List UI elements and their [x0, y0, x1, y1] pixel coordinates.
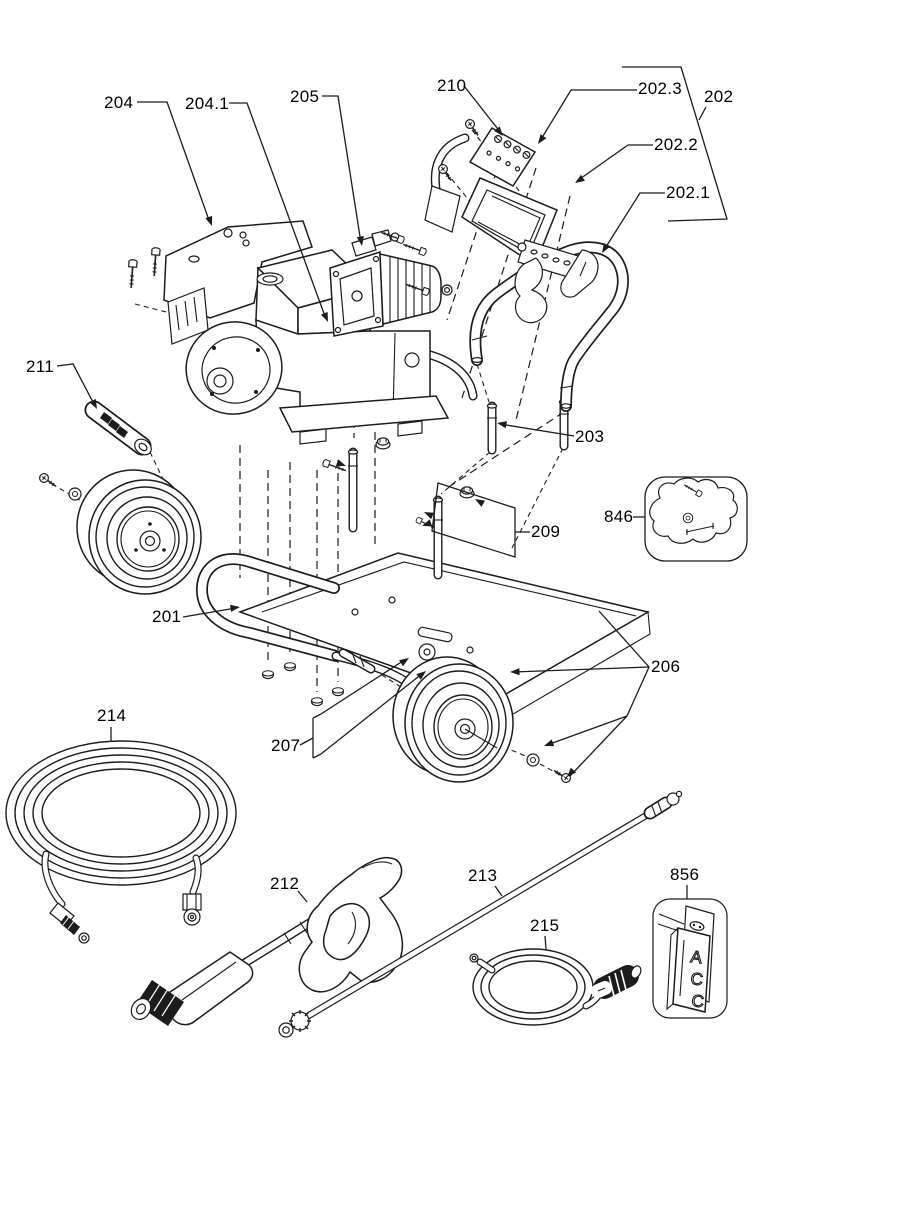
callout-leader-lines	[56, 66, 748, 950]
callout-213: 213	[468, 866, 498, 885]
acc-letter-c1: C	[690, 969, 705, 989]
callout-209: 209	[531, 522, 561, 541]
callout-212: 212	[270, 874, 300, 893]
acc-letter-c2: C	[691, 991, 706, 1011]
callout-215: 215	[530, 916, 560, 935]
lance-wand	[278, 790, 683, 1038]
frame-upright-stubs	[347, 397, 570, 580]
callout-846: 846	[604, 507, 634, 526]
callout-205: 205	[290, 87, 320, 106]
callout-201: 201	[152, 607, 182, 626]
spray-gun	[130, 856, 404, 1026]
high-pressure-hose-coil	[5, 740, 237, 944]
pump-assembly	[329, 228, 453, 337]
engine-assembly	[126, 220, 450, 445]
callout-856: 856	[670, 865, 700, 884]
callout-202: 202	[704, 87, 734, 106]
frame-assembly	[196, 346, 651, 725]
panel-screws	[486, 135, 531, 172]
callout-202-2: 202.2	[654, 135, 699, 154]
rear-wheel	[392, 656, 573, 785]
callout-207: 207	[271, 736, 301, 755]
front-wheel	[37, 469, 202, 595]
callout-204: 204	[104, 93, 134, 112]
callout-206: 206	[651, 657, 681, 676]
callout-202-1: 202.1	[666, 183, 711, 202]
callout-214: 214	[97, 706, 127, 725]
callout-202-3: 202.3	[638, 79, 683, 98]
callout-210: 210	[437, 76, 467, 95]
handle-assembly	[424, 117, 629, 412]
handle-grip	[84, 400, 152, 456]
acc-letter-a: A	[690, 947, 704, 967]
hardware-bag	[649, 477, 738, 544]
acc-panel-box: A C C	[652, 898, 728, 1019]
callout-203: 203	[575, 427, 605, 446]
callout-211: 211	[26, 357, 55, 376]
chemical-hose-coil	[469, 948, 642, 1026]
callout-204-1: 204.1	[185, 94, 230, 113]
